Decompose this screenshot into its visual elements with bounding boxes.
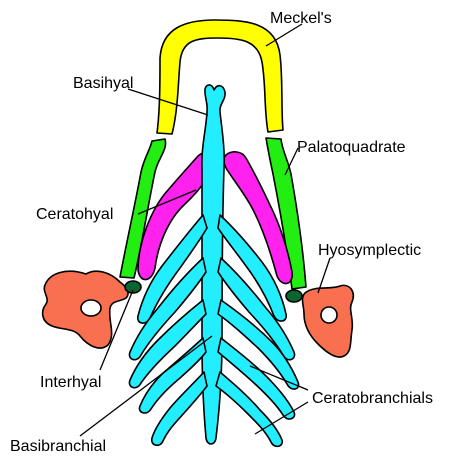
label-hyosymplectic: Hyosymplectic bbox=[318, 242, 421, 259]
label-palatoquadrate: Palatoquadrate bbox=[297, 139, 406, 156]
label-interhyal: Interhyal bbox=[40, 374, 101, 391]
hyosymplectic-left-hole bbox=[81, 300, 101, 316]
label-ceratobranchials: Ceratobranchials bbox=[312, 390, 433, 407]
hyosymplectic-right-hole bbox=[321, 307, 337, 323]
interhyal-right bbox=[286, 290, 302, 302]
label-meckels: Meckel's bbox=[270, 10, 332, 27]
label-basihyal: Basihyal bbox=[73, 75, 133, 92]
label-basibranchial: Basibranchial bbox=[10, 438, 106, 455]
label-ceratohyal: Ceratohyal bbox=[36, 206, 113, 223]
